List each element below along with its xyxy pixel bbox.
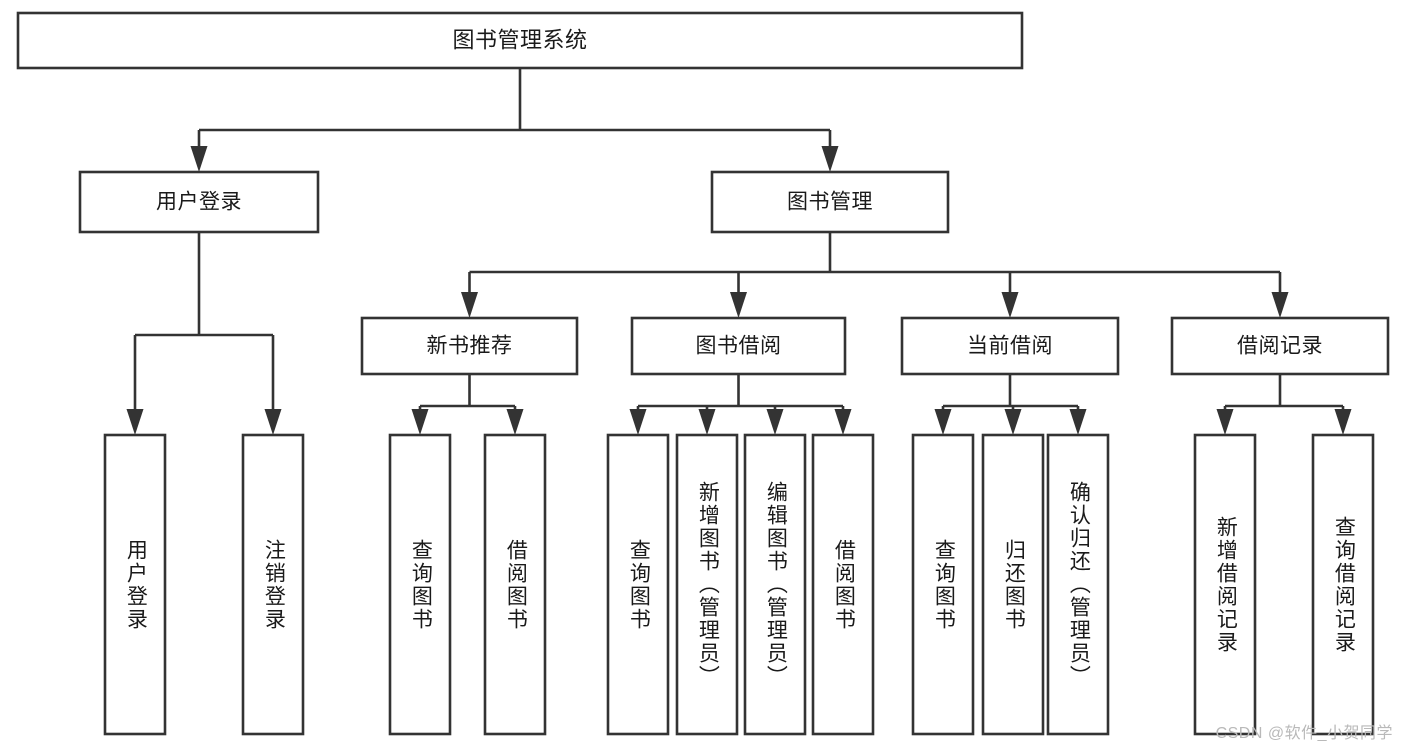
node-box-leaf-query-record[interactable] [1311, 433, 1375, 736]
node-label-current-borrow: 当前借阅 [967, 335, 1053, 358]
arrow-head-icon [934, 409, 952, 435]
node-label-new-book-recommend: 新书推荐 [427, 335, 513, 358]
node-box-leaf-add-book[interactable] [675, 433, 739, 736]
node-box-user-login[interactable] [78, 170, 320, 234]
node-label-book-manage: 图书管理 [787, 191, 873, 214]
arrow-head-icon [730, 292, 747, 318]
arrow-head-icon [1334, 409, 1352, 435]
arrow-head-icon [190, 146, 208, 172]
node-box-book-borrow[interactable] [630, 316, 847, 376]
arrow-head-icon [1069, 409, 1087, 435]
arrow-head-icon [1271, 292, 1289, 318]
node-label-borrow-record: 借阅记录 [1237, 335, 1323, 358]
watermark-text: CSDN @软件_小贺同学 [1215, 725, 1393, 742]
arrow-head-icon [698, 409, 716, 435]
arrow-head-icon [1216, 409, 1234, 435]
node-box-leaf-add-record[interactable] [1193, 433, 1257, 736]
arrow-head-icon [411, 409, 429, 435]
arrow-head-icon [821, 146, 839, 172]
node-box-leaf-return-book[interactable] [981, 433, 1045, 736]
arrow-head-icon [629, 409, 647, 435]
arrow-head-icon [461, 292, 478, 318]
node-box-leaf-query-book-2[interactable] [606, 433, 670, 736]
arrow-head-icon [264, 409, 282, 435]
node-box-current-borrow[interactable] [900, 316, 1120, 376]
node-box-leaf-query-book-3[interactable] [911, 433, 975, 736]
node-box-leaf-edit-book[interactable] [743, 433, 807, 736]
node-box-leaf-query-book-1[interactable] [388, 433, 452, 736]
node-box-borrow-record[interactable] [1170, 316, 1390, 376]
node-box-leaf-borrow-book-1[interactable] [483, 433, 547, 736]
node-box-root[interactable] [16, 11, 1024, 70]
node-box-book-manage[interactable] [710, 170, 950, 234]
node-label-user-login: 用户登录 [156, 191, 242, 214]
arrow-head-icon [126, 409, 144, 435]
boxes-layer [16, 11, 1390, 736]
arrow-head-icon [1001, 292, 1019, 318]
connectors-layer [126, 68, 1352, 435]
node-box-new-book-recommend[interactable] [360, 316, 579, 376]
node-box-leaf-confirm-return[interactable] [1046, 433, 1110, 736]
node-box-leaf-borrow-book-2[interactable] [811, 433, 875, 736]
arrow-head-icon [1004, 409, 1022, 435]
node-label-book-borrow: 图书借阅 [696, 335, 782, 358]
node-box-leaf-user-login[interactable] [103, 433, 167, 736]
arrow-head-icon [834, 409, 852, 435]
node-label-root: 图书管理系统 [452, 27, 587, 52]
node-box-leaf-logout[interactable] [241, 433, 305, 736]
arrow-head-icon [506, 409, 524, 435]
arrow-head-icon [766, 409, 784, 435]
